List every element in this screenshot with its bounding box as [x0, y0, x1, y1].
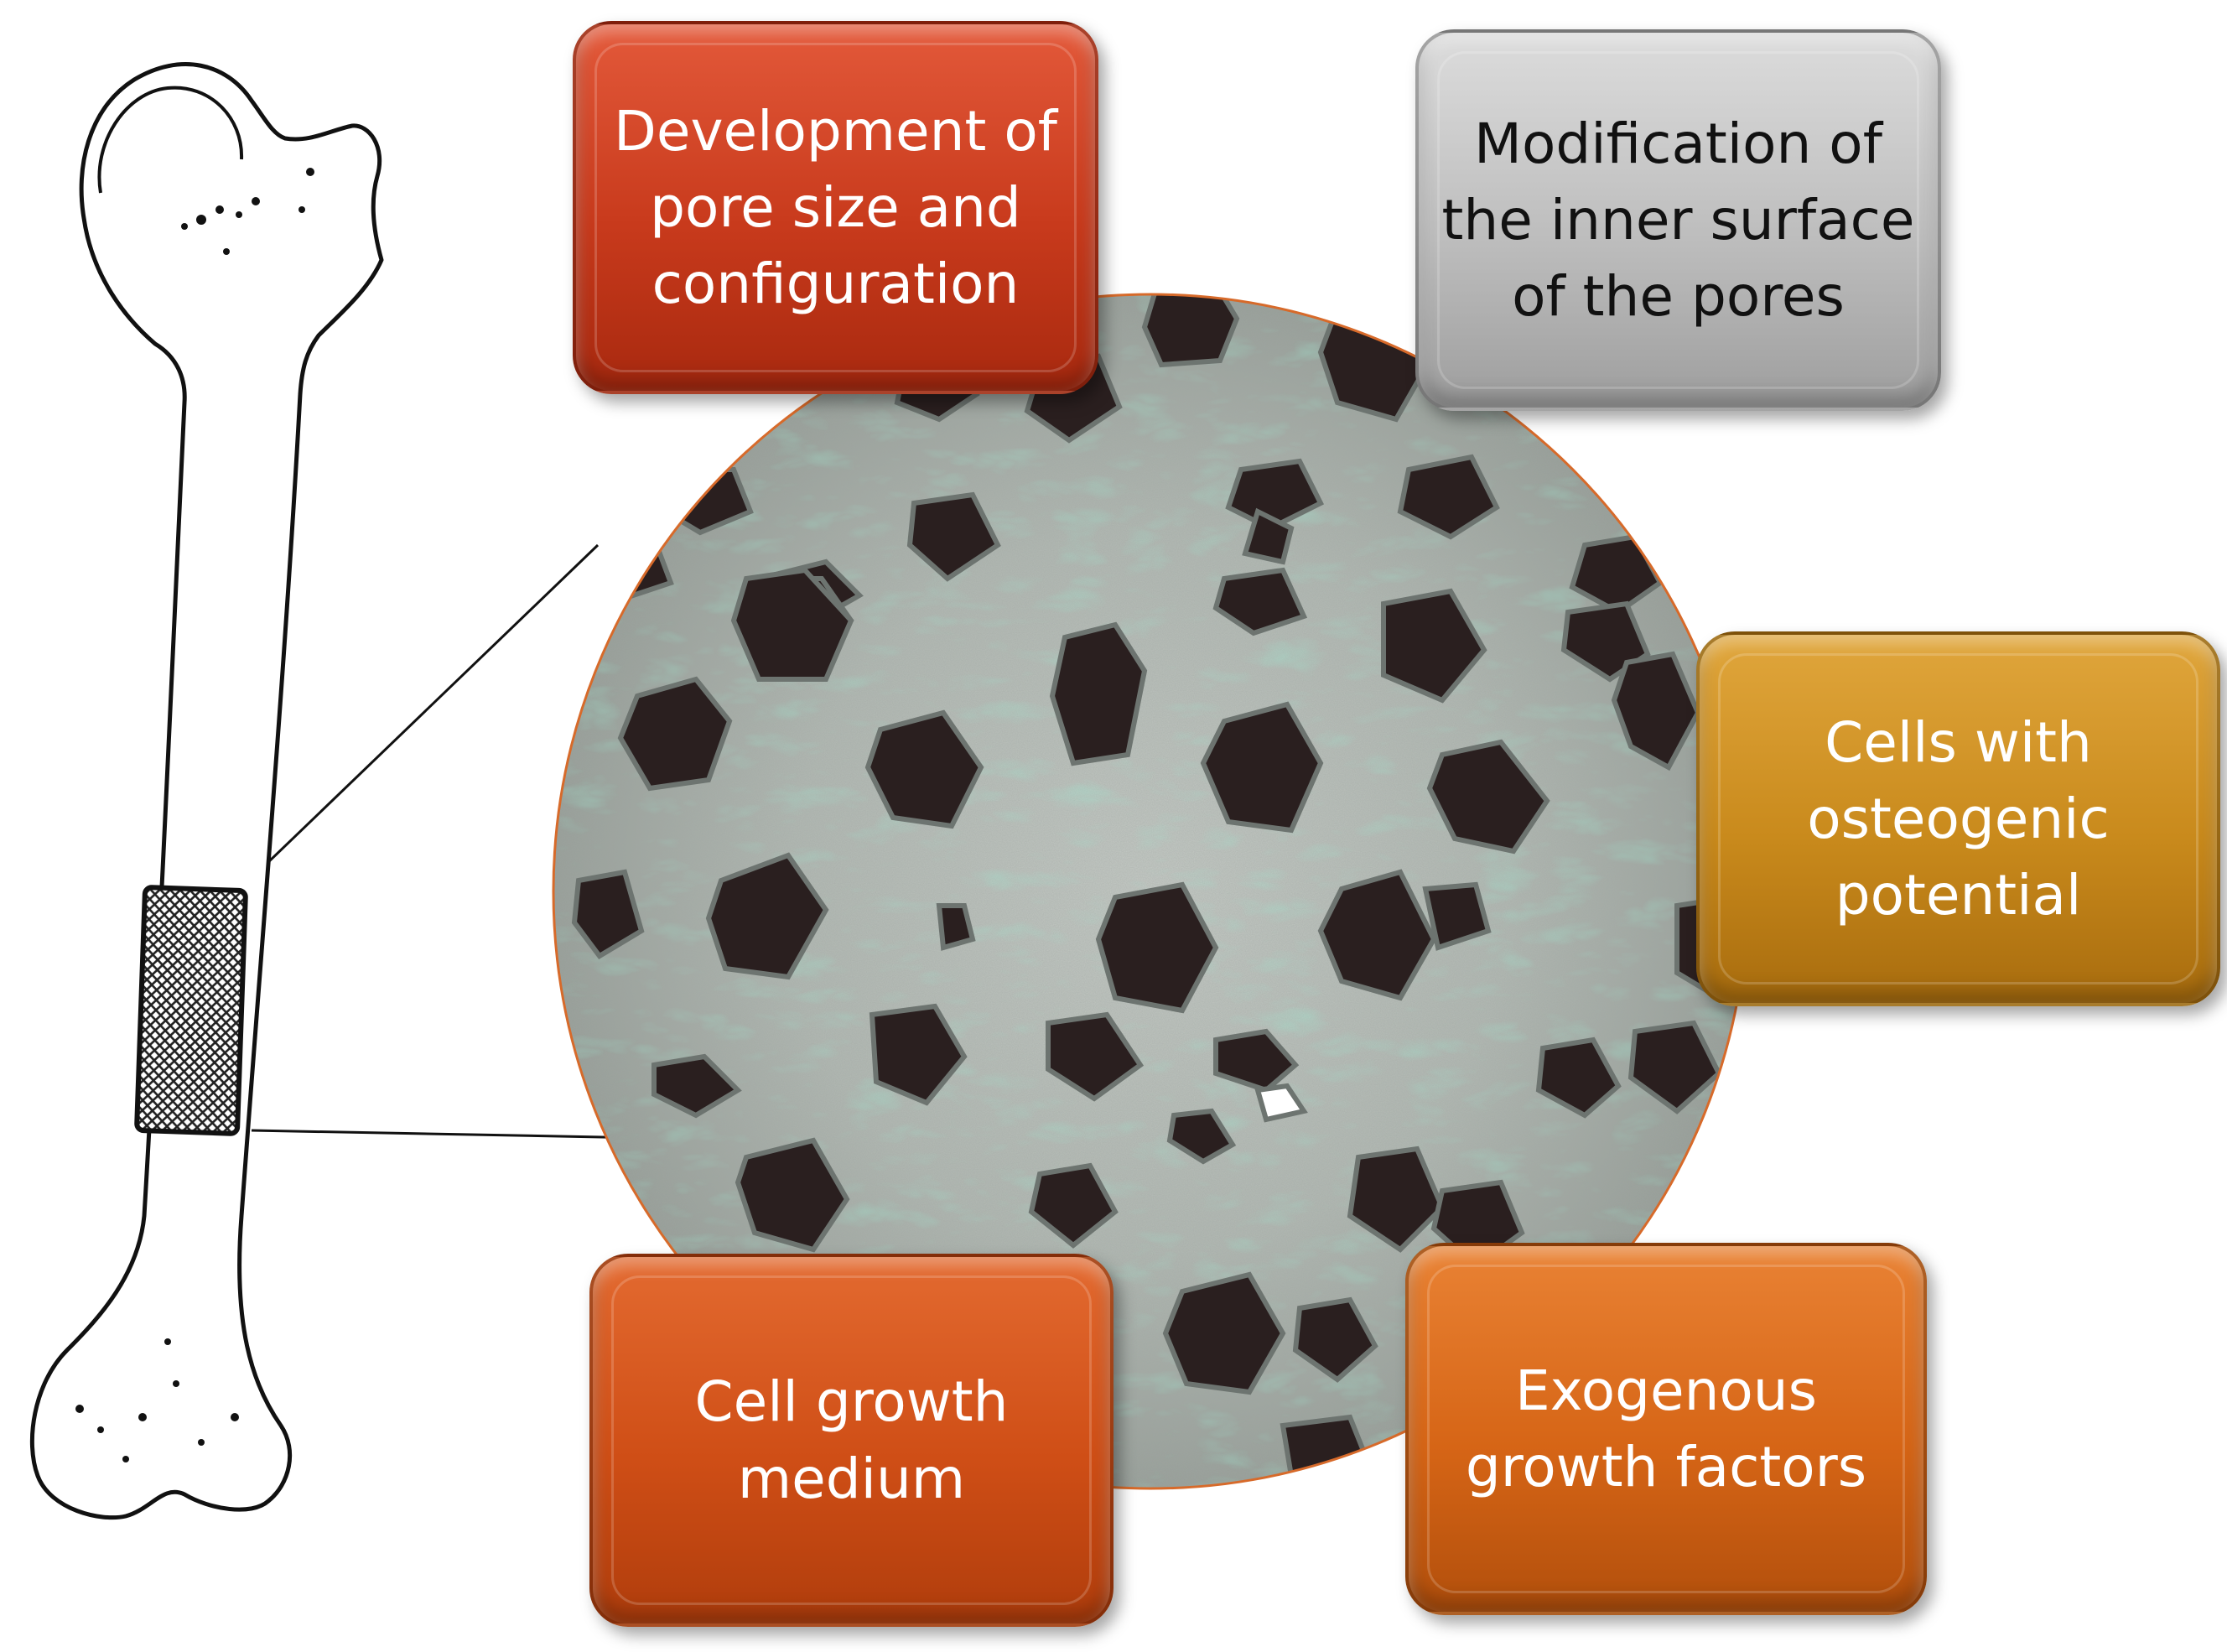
box-osteogenic-cells: Cells with osteogenic potential: [1696, 631, 2220, 1006]
box-exogenous-growth-factors-text: Exogenous growth factors: [1465, 1358, 1867, 1499]
box-cell-growth-medium: Cell growth medium: [589, 1254, 1114, 1627]
box-osteogenic-cells-text: Cells with osteogenic potential: [1807, 709, 2110, 928]
box-exogenous-growth-factors: Exogenous growth factors: [1405, 1243, 1927, 1615]
zoom-line-upper: [243, 543, 600, 886]
box-cell-growth-medium-text: Cell growth medium: [694, 1369, 1009, 1511]
box-inner-surface-modification: Modification of the inner surface of the…: [1415, 29, 1941, 411]
box-inner-surface-modification-text: Modification of the inner surface of the…: [1441, 111, 1915, 330]
box-pore-development-text: Development of pore size and configurati…: [614, 98, 1057, 317]
femur-bone-illustration: [29, 62, 384, 1520]
box-pore-development: Development of pore size and configurati…: [573, 21, 1098, 394]
zoom-line-lower: [251, 1129, 646, 1140]
crosshatched-scaffold-segment: [134, 885, 248, 1136]
